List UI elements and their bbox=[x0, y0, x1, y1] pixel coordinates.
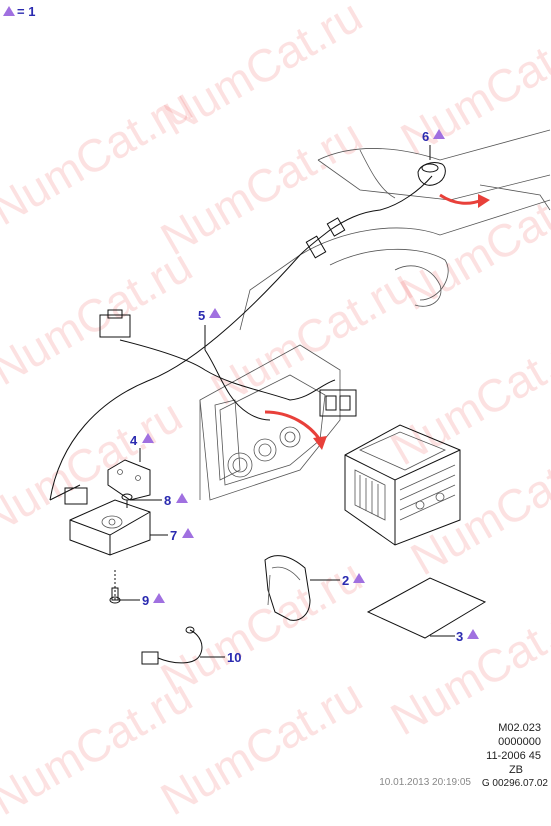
callout-3: 3 bbox=[456, 629, 479, 644]
sensor-part-6 bbox=[417, 162, 446, 186]
callout-label: 8 bbox=[164, 493, 171, 508]
leader-lines bbox=[115, 145, 455, 658]
parts-illustration: 6 5 4 8 7 9 10 2 3 bbox=[49, 129, 551, 665]
callout-7: 7 bbox=[170, 528, 194, 543]
callout-label: 6 bbox=[422, 129, 429, 144]
triangle-icon bbox=[176, 493, 188, 503]
callout-label: 10 bbox=[227, 650, 241, 665]
ref-image-id: G 00296.07.02 bbox=[481, 778, 548, 789]
audio-module bbox=[344, 424, 461, 546]
callout-6: 6 bbox=[422, 129, 445, 144]
legend-text: = 1 bbox=[17, 4, 36, 19]
wiring-harness bbox=[49, 175, 433, 505]
callout-10: 10 bbox=[227, 650, 241, 665]
pad-part-3 bbox=[366, 577, 487, 639]
bracket-part-4 bbox=[107, 459, 151, 501]
callout-2: 2 bbox=[342, 573, 365, 588]
triangle-icon bbox=[209, 308, 221, 318]
direction-arrows bbox=[264, 193, 490, 450]
callout-label: 5 bbox=[198, 308, 205, 323]
callout-label: 2 bbox=[342, 573, 349, 588]
center-console bbox=[199, 344, 341, 501]
module-part-7 bbox=[69, 499, 151, 556]
callout-8: 8 bbox=[164, 493, 188, 508]
triangle-icon bbox=[142, 433, 154, 443]
triangle-icon bbox=[433, 129, 445, 139]
ref-number: 0000000 bbox=[498, 736, 541, 748]
callout-label: 3 bbox=[456, 629, 463, 644]
triangle-icon bbox=[353, 573, 365, 583]
ref-code: M02.023 bbox=[498, 722, 541, 734]
triangle-icon bbox=[182, 528, 194, 538]
callout-label: 7 bbox=[170, 528, 177, 543]
callout-9: 9 bbox=[142, 593, 165, 608]
cover-part-2 bbox=[264, 555, 311, 621]
bolt-part-9 bbox=[109, 570, 121, 604]
triangle-icon bbox=[153, 593, 165, 603]
ref-date: 11-2006 45 bbox=[486, 750, 541, 762]
cable-part-10 bbox=[141, 626, 203, 665]
dashboard-outline bbox=[239, 129, 551, 331]
triangle-icon bbox=[3, 6, 15, 16]
callout-label: 4 bbox=[130, 433, 138, 448]
callout-5: 5 bbox=[198, 308, 221, 323]
legend: = 1 bbox=[3, 4, 35, 19]
triangle-icon bbox=[467, 629, 479, 639]
callout-4: 4 bbox=[130, 433, 154, 448]
screw-part-8 bbox=[121, 493, 133, 508]
ref-zb: ZB bbox=[508, 764, 523, 776]
ref-footer: 10.01.2013 20:19:05 bbox=[379, 777, 471, 788]
callout-label: 9 bbox=[142, 593, 149, 608]
